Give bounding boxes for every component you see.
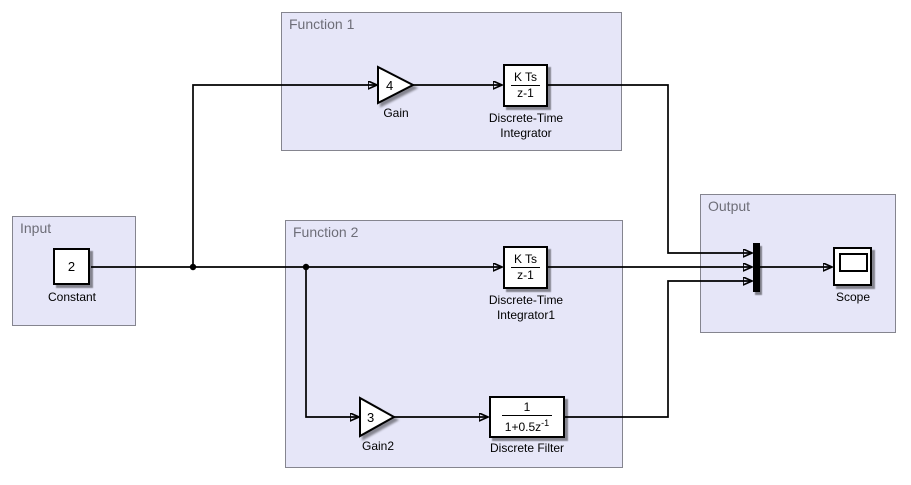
scope-label: Scope xyxy=(835,290,871,304)
gain-triangle xyxy=(377,65,416,105)
wire-integrator-to-mux[interactable] xyxy=(548,84,752,253)
fraction-bar xyxy=(510,267,541,268)
mux-block[interactable] xyxy=(753,243,760,292)
region-input-label: Input xyxy=(20,220,52,236)
gain-label: Gain xyxy=(383,106,409,120)
region-function1-label: Function 1 xyxy=(289,16,355,32)
region-function2-label: Function 2 xyxy=(293,224,359,240)
discrete-filter-block[interactable]: 1 1+0.5z-1 xyxy=(489,396,565,438)
constant-value: 2 xyxy=(67,259,76,274)
discrete-time-integrator-label: Discrete-Time Integrator xyxy=(488,111,564,140)
discrete-filter-fraction: 1 1+0.5z-1 xyxy=(501,399,553,434)
constant-label: Constant xyxy=(47,290,97,304)
region-function2[interactable]: Function 2 xyxy=(285,220,623,468)
gain2-value: 3 xyxy=(367,410,374,425)
region-function1[interactable]: Function 1 xyxy=(281,12,622,151)
scope-screen-icon xyxy=(839,253,868,272)
discrete-time-integrator1-label: Discrete-Time Integrator1 xyxy=(488,293,564,322)
gain-value: 4 xyxy=(386,78,393,93)
discrete-filter-label: Discrete Filter xyxy=(489,441,565,455)
gain-block[interactable]: 4 xyxy=(376,65,418,107)
wire-junction-dot xyxy=(189,263,197,271)
constant-block[interactable]: 2 xyxy=(53,248,90,285)
integrator-fraction: K Ts z-1 xyxy=(510,70,541,100)
discrete-time-integrator1-block[interactable]: K Ts z-1 xyxy=(503,246,548,289)
discrete-time-integrator-block[interactable]: K Ts z-1 xyxy=(503,64,548,107)
integrator1-numerator: K Ts xyxy=(513,252,538,266)
integrator1-denominator: z-1 xyxy=(517,268,534,282)
region-output-label: Output xyxy=(708,198,751,214)
wire-branch-to-gain2[interactable] xyxy=(305,267,359,417)
region-input[interactable]: Input xyxy=(12,216,136,326)
wire-filter-to-mux[interactable] xyxy=(565,281,752,418)
fraction-bar xyxy=(510,85,541,86)
gain2-triangle xyxy=(359,396,397,438)
gain2-block[interactable]: 3 xyxy=(358,396,400,440)
integrator-denominator: z-1 xyxy=(517,86,534,100)
integrator-numerator: K Ts xyxy=(513,70,538,84)
gain2-label: Gain2 xyxy=(361,439,395,453)
wire-branch-to-gain[interactable] xyxy=(192,85,377,267)
integrator1-fraction: K Ts z-1 xyxy=(510,252,541,282)
discrete-filter-denominator: 1+0.5z-1 xyxy=(504,417,550,434)
fraction-bar xyxy=(501,414,553,416)
wire-junction-dot xyxy=(302,263,310,271)
scope-block[interactable] xyxy=(833,247,872,286)
discrete-filter-numerator: 1 xyxy=(523,399,531,414)
